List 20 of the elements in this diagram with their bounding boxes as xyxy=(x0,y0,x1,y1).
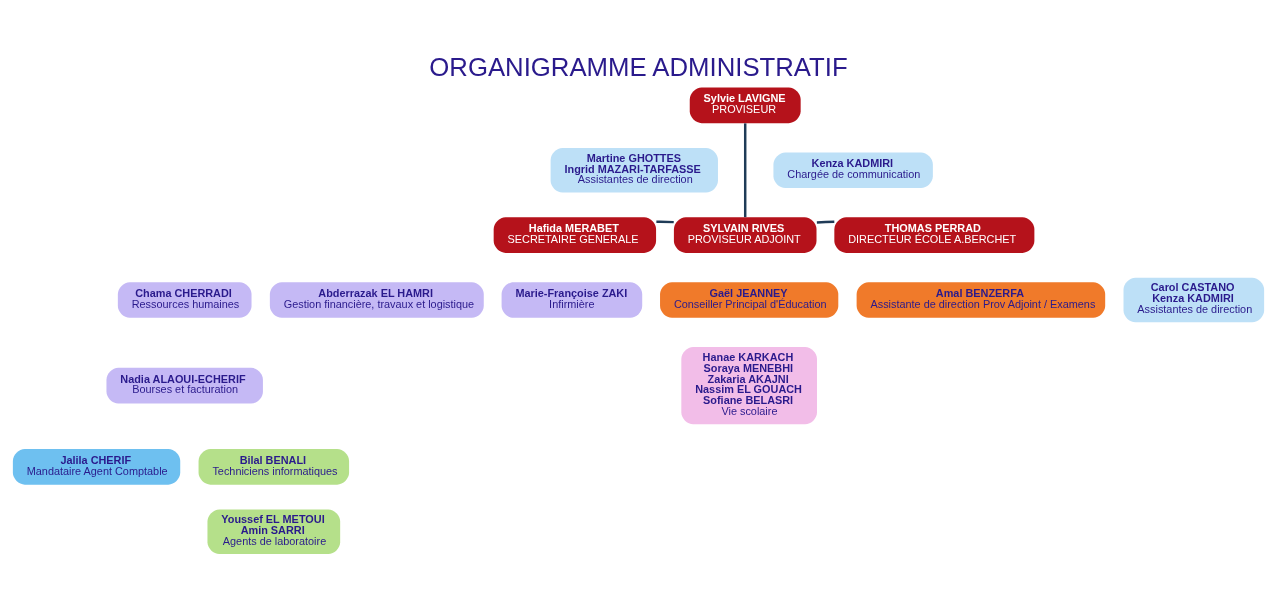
node-box: Bilal BENALI Techniciens informatiques xyxy=(198,449,350,485)
node-box: Martine GHOTTES Ingrid MAZARI-TARFASSE Assistantes de direction xyxy=(550,148,718,193)
connector xyxy=(743,123,747,218)
node-box: Sylvie LAVIGNE PROVISEUR xyxy=(689,87,801,124)
node-box: Hafida MERABET SECRETAIRE GENERALE xyxy=(493,217,657,253)
connector xyxy=(816,220,835,224)
node-box: SYLVAIN RIVES PROVISEUR ADJOINT xyxy=(673,217,817,253)
node-box: Gaël JEANNEY Conseiller Principal d'Éducation xyxy=(660,282,839,318)
node-box: Carol CASTANO Kenza KADMIRI Assistantes de direction xyxy=(1123,277,1265,323)
node-box: Kenza KADMIRI Chargée de communication xyxy=(773,152,933,189)
node-box: Nadia ALAOUI-ECHERIF Bourses et facturation xyxy=(106,367,263,404)
node-box: Hanae KARKACH Soraya MENEBHI Zakaria AKAJNI Nassim EL GOUACH Sofiane BELASRI Vie scolaire xyxy=(681,347,817,425)
diagram-title: ORGANIGRAMME ADMINISTRATIF xyxy=(429,52,848,81)
node-box: Marie-Françoise ZAKI Infirmière xyxy=(501,282,643,318)
node-box: THOMAS PERRAD DIRECTEUR ÉCOLE A.BERCHET xyxy=(834,217,1035,253)
node-box: Jalila CHERIF Mandataire Agent Comptable xyxy=(12,449,181,485)
node-box: Chama CHERRADI Ressources humaines xyxy=(117,282,252,318)
node-box: Abderrazak EL HAMRI Gestion financière, travaux et logistique xyxy=(269,282,484,318)
node-box: Amal BENZERFA Assistante de direction Prov Adjoint / Examens xyxy=(856,282,1106,318)
node-box: Youssef EL METOUI Amin SARRI Agents de laboratoire xyxy=(207,509,341,555)
